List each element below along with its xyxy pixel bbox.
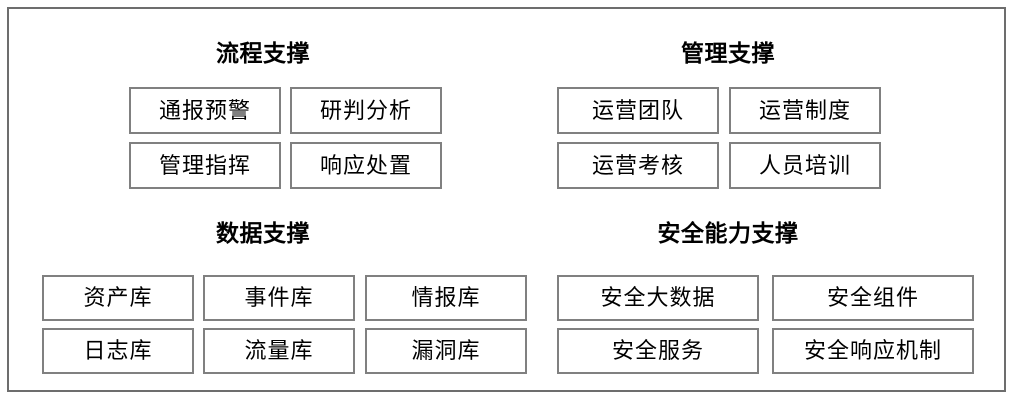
section-data-support: 数据支撑 资产库 事件库 情报库 日志库 流量库 漏洞库 [18,208,527,392]
section-process-support: 流程支撑 通报预警 研判分析 管理指挥 响应处置 [18,18,508,208]
node-data-2[interactable]: 情报库 [365,275,527,321]
section-title-security: 安全能力支撑 [657,221,799,246]
node-process-1[interactable]: 研判分析 [290,87,442,134]
section-title-process: 流程支撑 [216,41,310,66]
section-title-data: 数据支撑 [216,221,310,246]
node-security-0[interactable]: 安全大数据 [557,275,759,321]
node-data-1[interactable]: 事件库 [203,275,355,321]
node-security-2[interactable]: 安全服务 [557,328,759,374]
node-data-5[interactable]: 漏洞库 [365,328,527,374]
node-manage-2[interactable]: 运营考核 [557,142,719,189]
section-management-support: 管理支撑 运营团队 运营制度 运营考核 人员培训 [508,18,1004,208]
section-title-manage: 管理支撑 [681,41,775,66]
node-manage-0[interactable]: 运营团队 [557,87,719,134]
node-security-1[interactable]: 安全组件 [772,275,974,321]
node-manage-3[interactable]: 人员培训 [729,142,881,189]
node-process-3[interactable]: 响应处置 [290,142,442,189]
node-data-3[interactable]: 日志库 [42,328,194,374]
node-process-0[interactable]: 通报预警 [129,87,281,134]
node-data-4[interactable]: 流量库 [203,328,355,374]
section-security-capability-support: 安全能力支撑 安全大数据 安全组件 安全服务 安全响应机制 [508,208,1004,392]
diagram-outer-frame: 流程支撑 通报预警 研判分析 管理指挥 响应处置 管理支撑 运营团队 运营制度 … [7,7,1006,392]
node-data-0[interactable]: 资产库 [42,275,194,321]
node-security-3[interactable]: 安全响应机制 [772,328,974,374]
node-process-2[interactable]: 管理指挥 [129,142,281,189]
node-manage-1[interactable]: 运营制度 [729,87,881,134]
